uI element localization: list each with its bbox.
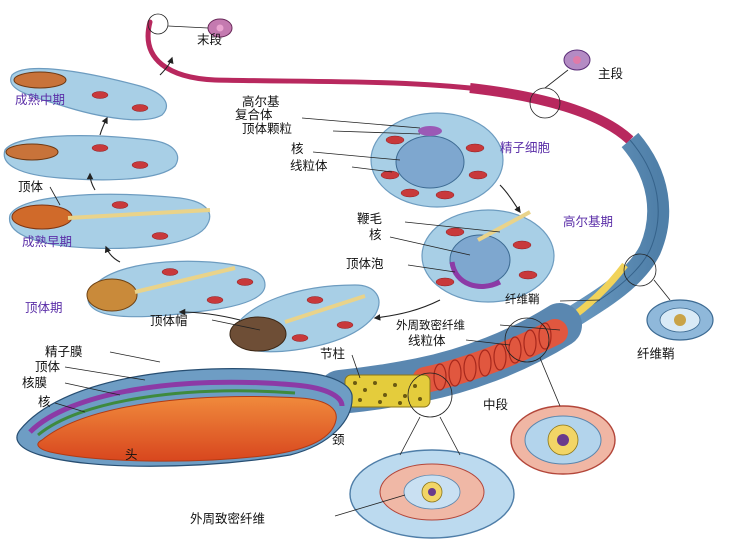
label-outer-dense-fiber-1: 外周致密纤维 xyxy=(396,318,465,332)
nuclear-membrane-shape xyxy=(37,389,296,437)
acrosome-phase-cell xyxy=(86,260,266,318)
principal-piece-shape xyxy=(469,83,634,144)
nucleus-shape xyxy=(37,396,337,462)
golgi-phase-cell xyxy=(421,209,555,303)
label-middle-piece: 中段 xyxy=(483,397,508,412)
label-fibrous-sheath-1: 纤维鞘 xyxy=(505,292,540,306)
maturation-mid-cell-2 xyxy=(3,135,179,181)
label-acrosomal-vesicle: 顶体泡 xyxy=(346,256,384,271)
label-acrosomal-cap: 顶体帽 xyxy=(150,313,188,328)
label-golgi-phase: 高尔基期 xyxy=(563,214,613,229)
cross-section-fibrous-sheath xyxy=(646,299,714,341)
label-fibrous-sheath-2: 纤维鞘 xyxy=(637,346,675,361)
label-nucleus-2: 核 xyxy=(369,227,382,242)
label-acrosomal-granule: 顶体颗粒 xyxy=(242,121,292,136)
label-golgi-complex-line1: 高尔基 xyxy=(242,94,280,109)
label-mitochondria-1: 线粒体 xyxy=(290,158,328,173)
label-nucleus-3: 核 xyxy=(38,394,51,409)
label-acrosome-1: 顶体 xyxy=(18,179,44,194)
label-acrosome-2: 顶体 xyxy=(35,359,61,374)
cross-section-neck xyxy=(349,449,515,539)
label-head: 头 xyxy=(125,447,138,462)
label-neck: 颈 xyxy=(332,432,345,447)
mitochondrial-sheath xyxy=(412,319,568,393)
cross-section-principal-top xyxy=(563,49,591,71)
segmented-column-shape xyxy=(344,374,431,408)
label-sperm-membrane: 精子膜 xyxy=(45,344,83,359)
label-end-piece: 末段 xyxy=(197,32,222,47)
label-outer-dense-fiber-2: 外周致密纤维 xyxy=(190,511,265,526)
mitochondria-rings xyxy=(433,322,552,391)
end-piece-shape xyxy=(145,19,473,91)
sperm-head xyxy=(16,368,353,467)
acrosome-shape xyxy=(28,379,345,434)
label-nuclear-membrane: 核膜 xyxy=(22,375,47,390)
principal-piece-blue xyxy=(554,132,670,335)
label-golgi-complex: 高尔基 复合体 xyxy=(235,94,284,122)
label-spermatid: 精子细胞 xyxy=(500,140,551,155)
cross-section-middle xyxy=(510,405,616,475)
sperm-tail xyxy=(145,19,670,414)
maturation-early-cell xyxy=(9,193,211,249)
label-maturation-early: 成熟早期 xyxy=(22,234,72,249)
label-acrosome-phase: 顶体期 xyxy=(25,300,63,315)
cross-section-end xyxy=(207,18,233,38)
spermatid-cell xyxy=(370,112,504,208)
maturation-mid-cell-1 xyxy=(10,67,167,121)
acrosomal-cap-cell xyxy=(229,284,380,353)
label-principal-piece: 主段 xyxy=(598,66,623,81)
label-nucleus-1: 核 xyxy=(291,141,304,156)
label-flagellum: 鞭毛 xyxy=(357,211,383,226)
label-mitochondria-2: 线粒体 xyxy=(408,333,446,348)
label-maturation-mid: 成熟中期 xyxy=(15,92,65,107)
label-segmented-column: 节柱 xyxy=(320,346,345,361)
label-golgi-complex-line2: 复合体 xyxy=(235,107,273,122)
